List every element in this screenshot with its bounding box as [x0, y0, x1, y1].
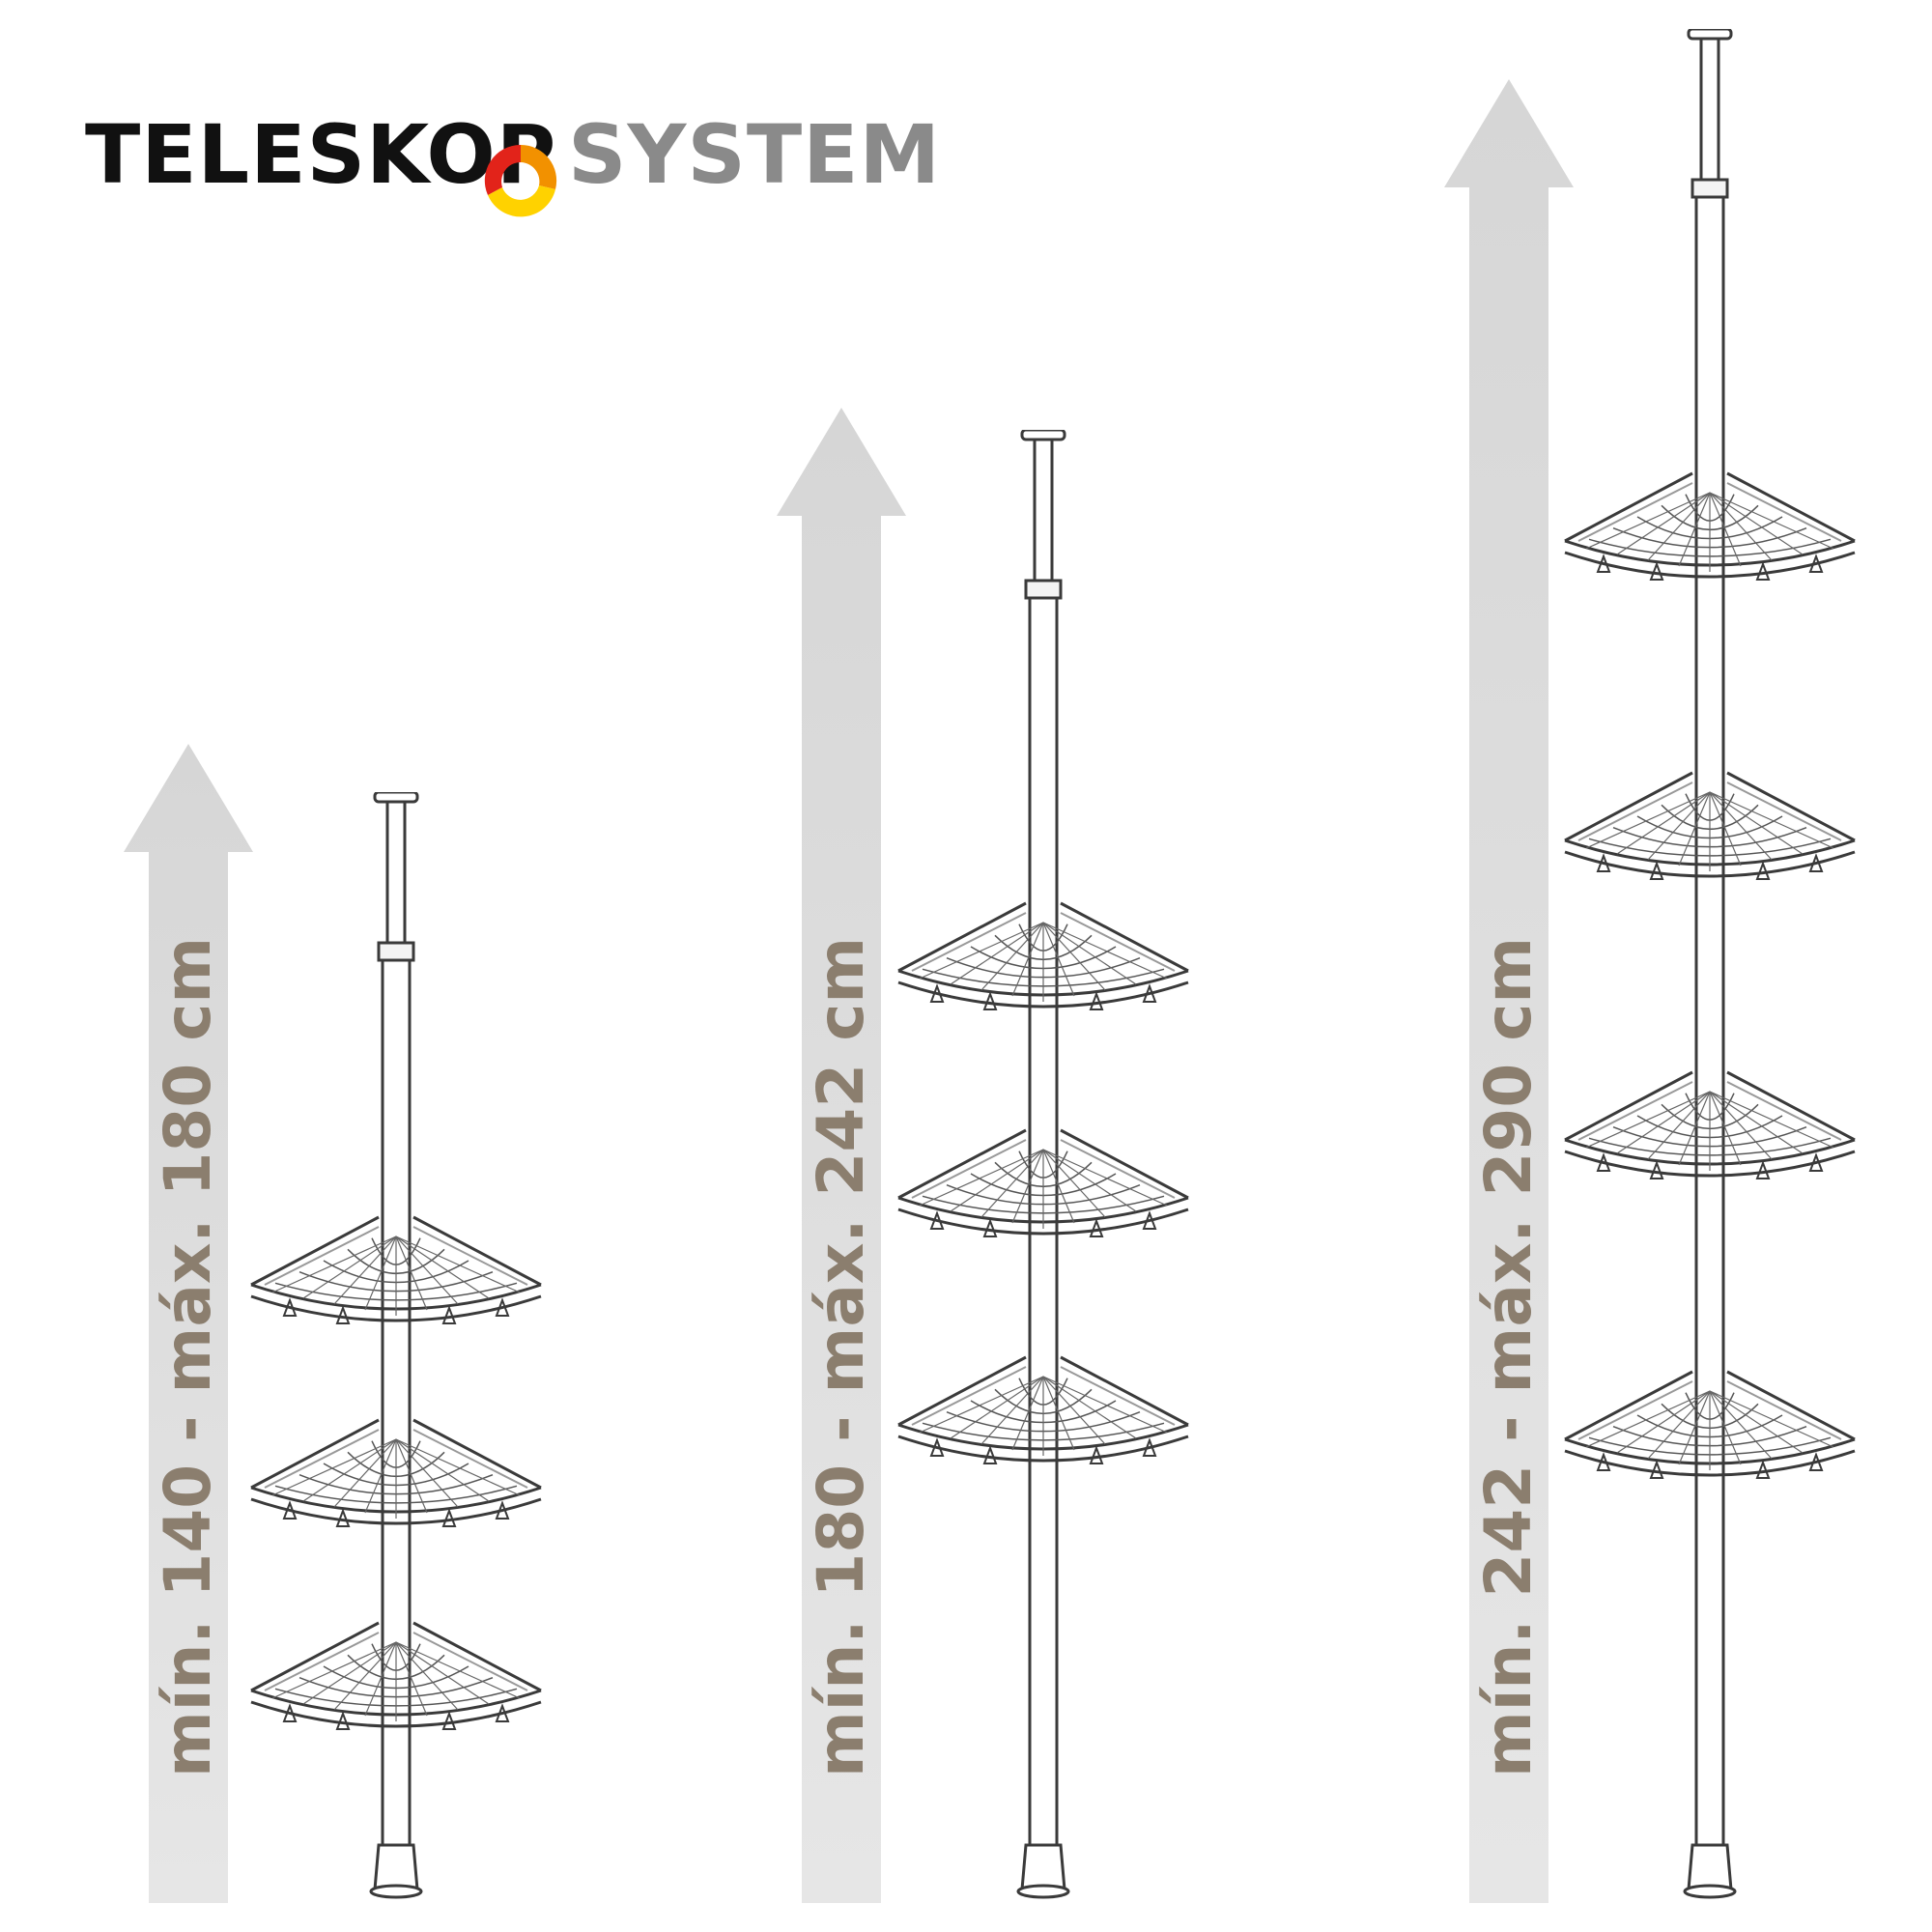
- height-arrow-2: [777, 408, 906, 1903]
- height-arrow-1: [124, 744, 253, 1903]
- corner-shelf: [1564, 1370, 1856, 1479]
- floor-foot: [1687, 1843, 1733, 1891]
- pole-top: [385, 800, 407, 949]
- pole-top: [1033, 438, 1054, 586]
- corner-shelf: [250, 1418, 542, 1527]
- floor-foot: [1020, 1843, 1066, 1891]
- corner-shelf: [897, 901, 1189, 1010]
- logo-word-teleskop: TELESKOP: [85, 107, 557, 202]
- rack-small: [250, 792, 542, 1899]
- corner-shelf: [1564, 1070, 1856, 1179]
- logo-ring-icon: [484, 144, 557, 217]
- range-label-3: mín. 242 - máx. 290 cm: [1471, 936, 1546, 1777]
- logo-word-system: SYSTEM: [568, 107, 942, 202]
- rack-tall: [1564, 29, 1856, 1899]
- height-arrow-3: [1444, 79, 1574, 1903]
- rack-medium: [897, 430, 1189, 1899]
- corner-shelf: [1564, 771, 1856, 880]
- corner-shelf: [250, 1621, 542, 1730]
- pole-top: [1699, 37, 1720, 185]
- corner-shelf: [250, 1215, 542, 1324]
- corner-shelf: [897, 1128, 1189, 1237]
- range-label-2: mín. 180 - máx. 242 cm: [804, 936, 878, 1777]
- pole-main: [1694, 182, 1725, 1847]
- corner-shelf: [897, 1355, 1189, 1464]
- range-label-1: mín. 140 - máx. 180 cm: [151, 936, 225, 1777]
- floor-foot: [373, 1843, 419, 1891]
- corner-shelf: [1564, 471, 1856, 581]
